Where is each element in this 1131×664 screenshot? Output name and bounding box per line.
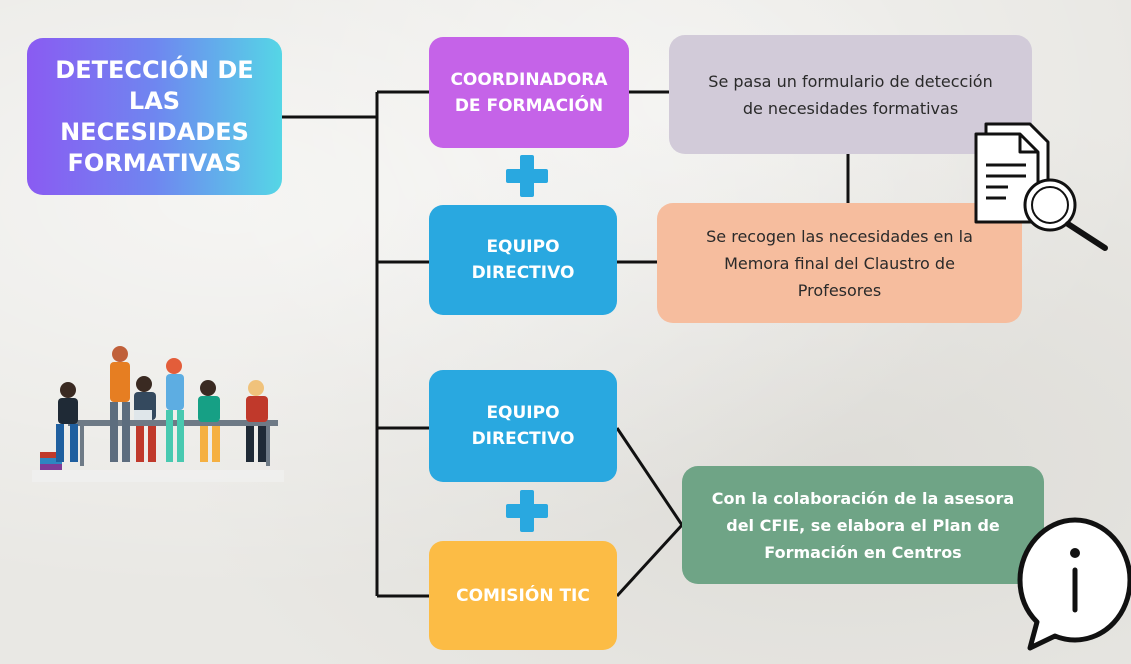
note-memoria: Se recogen las necesidades en la Memora …: [657, 203, 1022, 323]
connector-directivo2-cfie: [615, 427, 684, 526]
note-cfie: Con la colaboración de la asesora del CF…: [682, 466, 1044, 584]
team-meeting-illustration: [32, 346, 284, 482]
plus-icon: [506, 155, 548, 197]
node-comision-tic: COMISIÓN TIC: [429, 541, 617, 650]
plus-icon: [506, 490, 548, 532]
document-search-icon: [974, 122, 1108, 251]
note-formulario: Se pasa un formulario de detección de ne…: [669, 35, 1032, 154]
diagram-title: DETECCIÓN DE LAS NECESIDADES FORMATIVAS: [27, 38, 282, 195]
info-bubble-icon: [1017, 517, 1131, 651]
node-coordinadora-formacion: COORDINADORA DE FORMACIÓN: [429, 37, 629, 148]
node-equipo-directivo-2: EQUIPO DIRECTIVO: [429, 370, 617, 482]
connector-comision-cfie: [615, 523, 684, 598]
node-equipo-directivo-1: EQUIPO DIRECTIVO: [429, 205, 617, 315]
